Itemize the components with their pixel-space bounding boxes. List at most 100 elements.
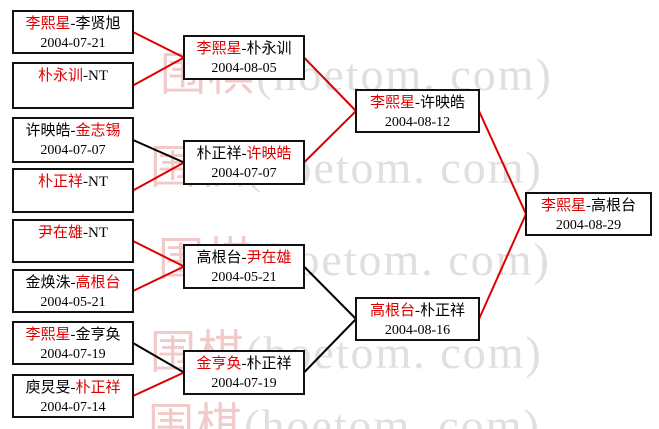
vs-dash: -: [83, 225, 88, 241]
match-players: 李熙星-金亨奂: [14, 325, 132, 345]
player1-name: 李熙星: [25, 16, 71, 32]
player1-name: 李熙星: [540, 198, 586, 214]
match-players: 庾炅旻-朴正祥: [14, 378, 132, 398]
match-box-r2-4: 金亨奂-朴正祥 2004-07-19: [183, 350, 305, 395]
player1-name: 庾炅旻: [25, 380, 71, 396]
match-players: 李熙星-高根台: [527, 196, 650, 216]
vs-dash: -: [83, 68, 88, 84]
match-box-r1-8: 庾炅旻-朴正祥 2004-07-14: [12, 374, 134, 418]
match-box-r1-5: 尹在雄-NT: [12, 219, 134, 263]
bracket-connector-red: [132, 371, 185, 397]
match-players: 李熙星-李贤旭: [14, 14, 132, 34]
vs-dash: -: [241, 250, 247, 266]
vs-dash: -: [70, 16, 76, 32]
vs-dash: -: [415, 95, 420, 111]
player1-name: 李熙星: [369, 95, 415, 111]
match-box-sf-1: 李熙星-许映皓 2004-08-12: [355, 89, 480, 133]
match-players: 金焕洙-高根台: [14, 273, 132, 293]
player1-name: 李熙星: [196, 41, 242, 57]
match-date: 2004-05-21: [40, 295, 106, 310]
player2-name: NT: [88, 174, 108, 190]
player2-name: NT: [88, 68, 108, 84]
player2-name: 朴正祥: [75, 380, 121, 396]
player2-name: 李贤旭: [75, 16, 121, 32]
bracket-connector-red: [478, 213, 527, 320]
vs-dash: -: [241, 41, 247, 57]
match-box-r1-1: 李熙星-李贤旭 2004-07-21: [12, 10, 134, 54]
vs-dash: -: [70, 380, 76, 396]
player2-name: 朴永训: [246, 41, 292, 57]
match-date: 2004-07-21: [40, 36, 106, 51]
match-date: 2004-08-12: [384, 115, 451, 130]
match-date: 2004-08-16: [384, 323, 451, 338]
vs-dash: -: [70, 327, 76, 343]
player2-name: 金志锡: [75, 123, 121, 139]
match-date: 2004-08-29: [555, 218, 622, 233]
player2-name: 朴正祥: [420, 303, 466, 319]
vs-dash: -: [586, 198, 591, 214]
player1-name: 许映皓: [25, 123, 71, 139]
player2-name: 金亨奂: [75, 327, 121, 343]
match-date: 2004-07-07: [40, 143, 106, 158]
match-players: 高根台-朴正祥: [357, 301, 478, 321]
player2-name: 高根台: [75, 275, 121, 291]
player1-name: 金焕洙: [25, 275, 71, 291]
player2-name: 许映皓: [420, 95, 466, 111]
match-box-r1-6: 金焕洙-高根台 2004-05-21: [12, 269, 134, 313]
match-players: 许映皓-金志锡: [14, 121, 132, 141]
match-players: 尹在雄-NT: [14, 223, 132, 243]
bracket-connector-red: [132, 240, 185, 268]
match-players: 朴永训-NT: [14, 66, 132, 86]
player2-name: 尹在雄: [246, 250, 292, 266]
player1-name: 高根台: [369, 303, 415, 319]
vs-dash: -: [70, 275, 76, 291]
player1-name: 高根台: [196, 250, 242, 266]
bracket-connector-black: [132, 342, 185, 374]
match-box-r2-1: 李熙星-朴永训 2004-08-05: [183, 35, 305, 80]
match-box-sf-2: 高根台-朴正祥 2004-08-16: [355, 297, 480, 341]
player2-name: 朴正祥: [246, 356, 292, 372]
bracket-connector-black: [303, 265, 357, 320]
player1-name: 朴永训: [37, 68, 83, 84]
vs-dash: -: [83, 174, 88, 190]
match-date: 2004-07-19: [40, 347, 106, 362]
player2-name: 高根台: [591, 198, 637, 214]
match-players: 李熙星-朴永训: [185, 39, 303, 59]
match-players: 金亨奂-朴正祥: [185, 354, 303, 374]
bracket-connector-red: [132, 161, 185, 192]
bracket-connector-red: [303, 56, 357, 112]
player1-name: 李熙星: [25, 327, 71, 343]
vs-dash: -: [415, 303, 420, 319]
match-box-r1-2: 朴永训-NT: [12, 62, 134, 109]
player1-name: 朴正祥: [196, 146, 242, 162]
match-players: 朴正祥-许映皓: [185, 144, 303, 164]
match-date: 2004-07-19: [211, 376, 277, 391]
player1-name: 尹在雄: [37, 225, 83, 241]
match-box-final: 李熙星-高根台 2004-08-29: [525, 192, 652, 236]
match-date: 2004-05-21: [211, 270, 277, 285]
match-date: 2004-08-05: [211, 61, 277, 76]
match-date: 2004-07-14: [40, 400, 106, 415]
vs-dash: -: [241, 146, 247, 162]
bracket-connector-black: [303, 318, 357, 374]
match-box-r1-4: 朴正祥-NT: [12, 168, 134, 213]
match-players: 朴正祥-NT: [14, 172, 132, 192]
bracket-connector-black: [132, 139, 185, 164]
match-box-r2-3: 高根台-尹在雄 2004-05-21: [183, 244, 305, 289]
bracket-connector-red: [132, 265, 185, 292]
player2-name: NT: [88, 225, 108, 241]
match-date: 2004-07-07: [211, 166, 277, 181]
vs-dash: -: [70, 123, 76, 139]
bracket-connector-red: [478, 110, 527, 215]
player1-name: 朴正祥: [37, 174, 83, 190]
match-box-r1-3: 许映皓-金志锡 2004-07-07: [12, 117, 134, 163]
player1-name: 金亨奂: [196, 356, 242, 372]
bracket-connector-red: [132, 31, 185, 59]
match-box-r1-7: 李熙星-金亨奂 2004-07-19: [12, 321, 134, 365]
vs-dash: -: [241, 356, 247, 372]
bracket-connector-red: [132, 56, 185, 87]
player2-name: 许映皓: [246, 146, 292, 162]
match-players: 李熙星-许映皓: [357, 93, 478, 113]
